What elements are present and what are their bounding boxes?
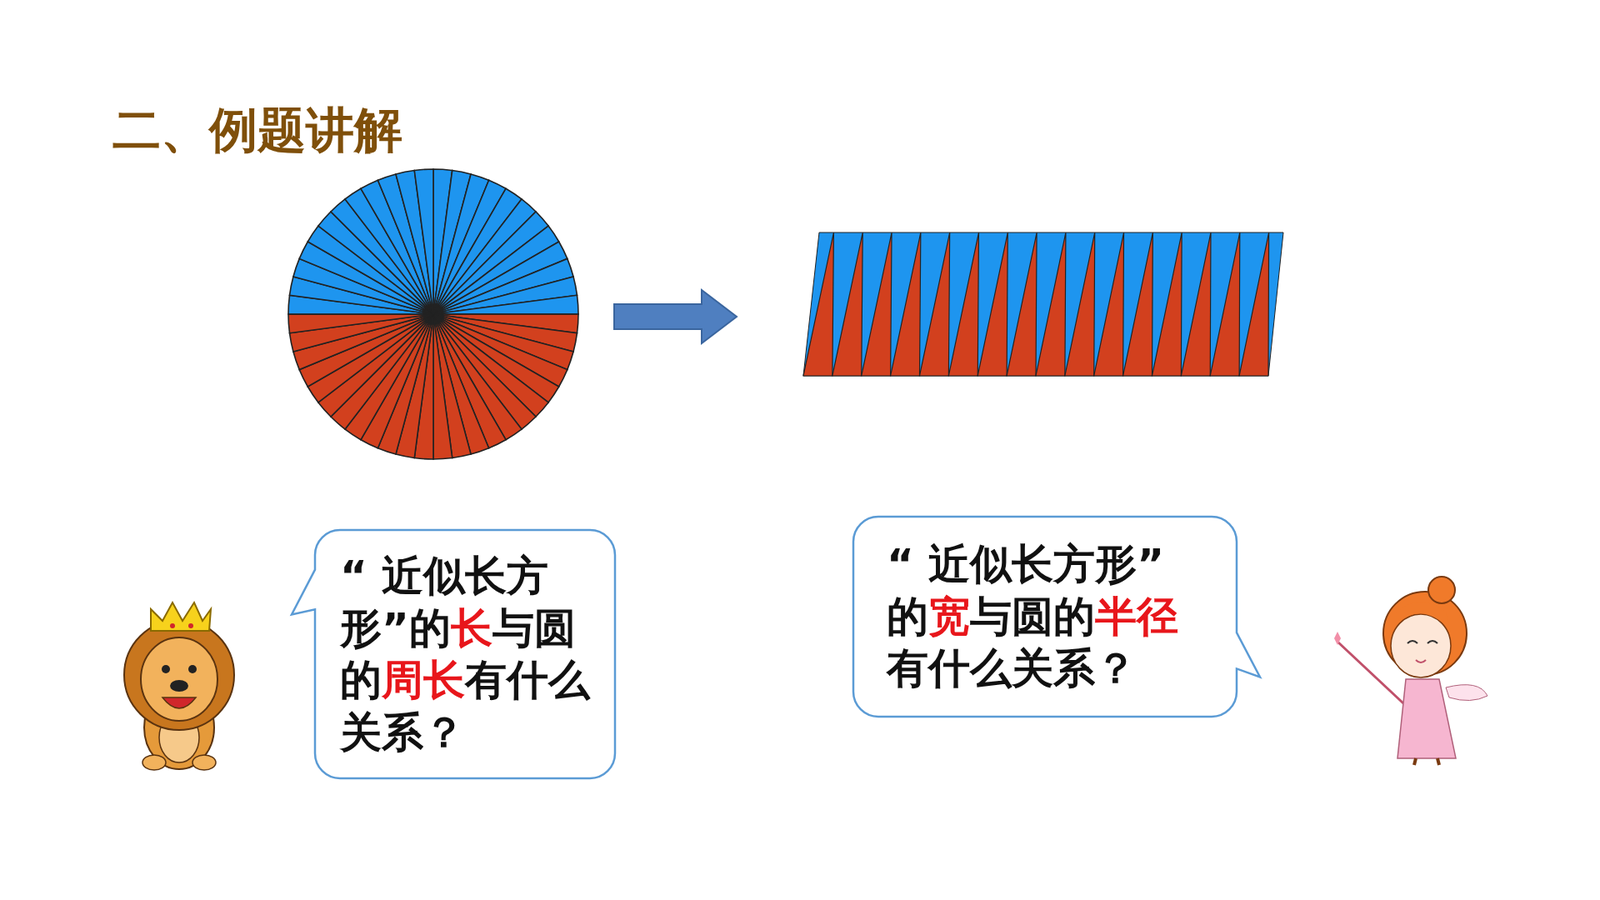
bubble-text: 长	[450, 604, 493, 653]
red-sector	[1006, 232, 1037, 376]
red-sector	[1065, 232, 1095, 376]
speech-bubble: “ 近似长方形”的长与圆的周长有什么关系？	[315, 530, 615, 779]
circle-sector	[288, 314, 434, 334]
red-sector	[920, 232, 950, 376]
bubble-border	[291, 530, 615, 779]
bubble-text: 有什么关系？	[886, 644, 1137, 693]
bubble-text: 宽	[928, 592, 970, 641]
bubble-text: 与圆的	[970, 592, 1095, 641]
red-sector	[1123, 232, 1154, 376]
red-sector	[1035, 232, 1066, 376]
red-sector	[1210, 232, 1240, 376]
bubble-text: 半径	[1095, 592, 1179, 641]
red-sector	[832, 232, 863, 376]
red-sector	[977, 232, 1008, 376]
circle-sector	[414, 169, 434, 315]
girl-figure	[1334, 576, 1488, 765]
near-rectangle	[803, 232, 1284, 376]
red-sector	[948, 232, 979, 376]
transform-arrow	[614, 290, 737, 344]
red-sector	[803, 232, 834, 376]
circle-sector	[433, 314, 453, 460]
bubble-text: 周长	[381, 655, 465, 705]
red-sector	[861, 232, 892, 376]
red-sector	[1094, 232, 1125, 376]
rectangle-ground	[803, 232, 1284, 376]
speech-bubble: “ 近似长方形”的宽与圆的半径有什么关系？	[853, 516, 1237, 717]
lion-figure	[124, 602, 235, 770]
section-title: 二、例题讲解	[112, 98, 403, 164]
red-sector	[1152, 232, 1183, 376]
red-sector	[1239, 232, 1269, 376]
red-sector	[890, 232, 921, 376]
red-sector	[1180, 232, 1211, 376]
circle-diameter	[288, 314, 579, 315]
bubble-border	[853, 516, 1260, 717]
divided-circle	[288, 169, 579, 460]
circle-sector	[433, 295, 579, 315]
